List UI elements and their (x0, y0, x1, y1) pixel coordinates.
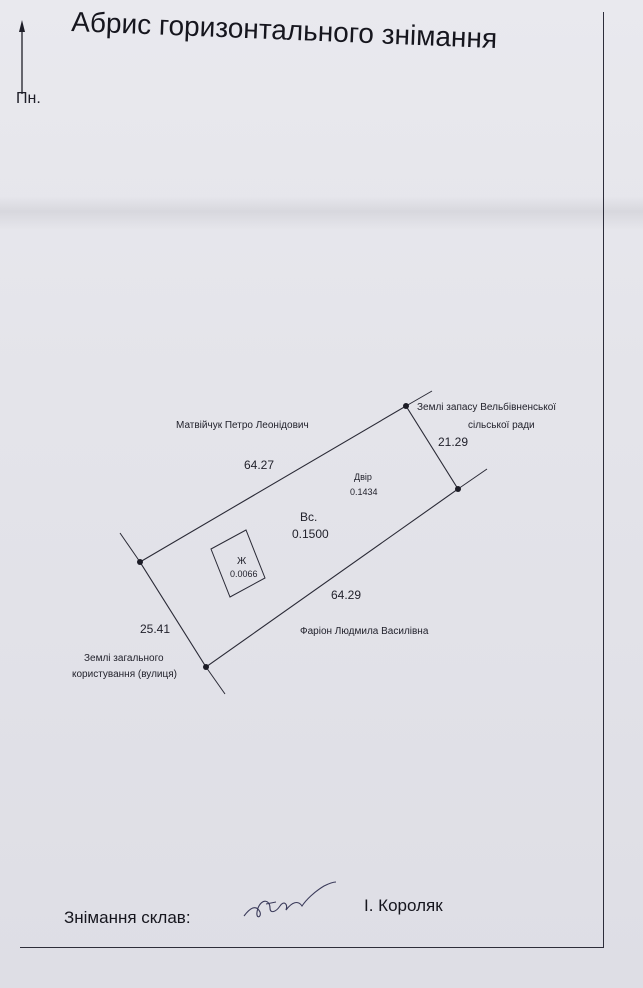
west-neighbor-line2: користування (вулиця) (72, 669, 177, 680)
west-neighbor-line1: Землі загального (84, 653, 164, 664)
paper-fold (0, 196, 643, 230)
north-neighbor: Матвійчук Петро Леонідович (176, 420, 309, 431)
corner-marker (203, 664, 209, 670)
sheet-frame (20, 12, 604, 948)
yard-label: Двір (354, 472, 372, 482)
north-extension-line (405, 390, 433, 407)
north-label: Пн. (16, 90, 41, 107)
south-extension-line (457, 468, 488, 490)
area-value: 0.1500 (292, 527, 329, 541)
house-outline (210, 529, 266, 598)
house-value: 0.0066 (230, 569, 258, 579)
surveyor-name: І. Короляк (364, 896, 443, 915)
north-side-length: 64.27 (244, 458, 275, 472)
south-side-length: 64.29 (331, 588, 362, 602)
south-neighbor: Фаріон Людмила Василівна (300, 626, 429, 637)
east-neighbor-line1: Землі запасу Вельбівненської (417, 402, 557, 413)
arrow-up-icon (19, 20, 25, 94)
house-label: Ж (237, 556, 247, 567)
west-side-length: 25.41 (140, 622, 171, 636)
corner-marker (137, 559, 143, 565)
corner-marker (403, 403, 409, 409)
compiled-by-label: Знімання склав: (64, 908, 191, 927)
east-neighbor-line2: сільської ради (468, 420, 535, 431)
area-label: Вс. (300, 510, 318, 524)
signature (243, 881, 337, 918)
east-side-length: 21.29 (438, 435, 469, 449)
west-extension-bottom (205, 666, 226, 695)
west-extension-top (119, 532, 141, 563)
corner-marker (455, 486, 461, 492)
yard-value: 0.1434 (350, 487, 378, 497)
